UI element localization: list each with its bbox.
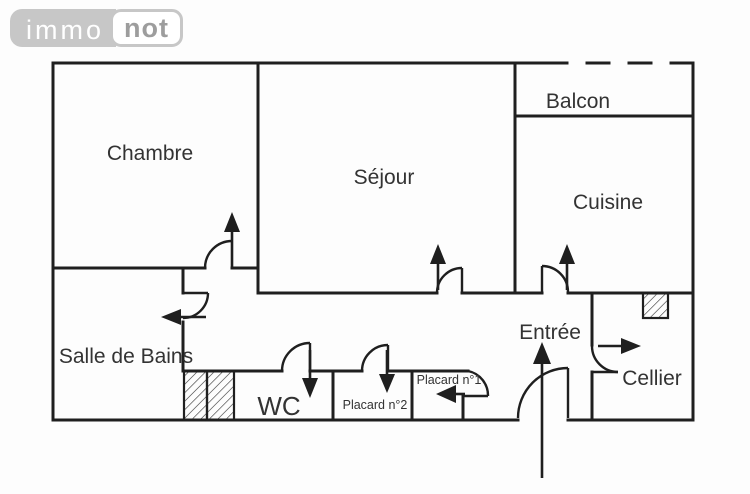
- cuisine-arrow-icon: [559, 244, 575, 290]
- placard2-arrow-icon: [379, 350, 395, 393]
- salle-de-bains-door: [182, 291, 210, 320]
- wc-door: [280, 341, 312, 372]
- entrance-door: [516, 366, 570, 419]
- cellier-arrow-icon: [598, 338, 641, 354]
- room-label-placard1: Placard n°1: [417, 373, 482, 387]
- hatched-duct-boxes: [182, 291, 670, 422]
- room-label-salle-de-bains: Salle de Bains: [59, 345, 193, 368]
- placard1-door: [463, 369, 490, 398]
- duct-box-cellier: [641, 291, 670, 320]
- wc-arrow-icon: [302, 350, 318, 398]
- room-label-wc: WC: [257, 391, 300, 421]
- room-label-chambre: Chambre: [107, 142, 193, 165]
- room-label-balcon: Balcon: [546, 90, 610, 113]
- placard1-arrow-icon: [436, 385, 465, 403]
- entry-arrows: [161, 212, 641, 478]
- chambre-arrow-icon: [224, 212, 240, 268]
- chambre-door: [203, 239, 233, 269]
- duct-box-1: [182, 369, 209, 422]
- room-label-cellier: Cellier: [622, 367, 682, 390]
- placard2-door: [360, 343, 390, 372]
- cellier-door: [590, 345, 619, 374]
- cuisine-door: [540, 264, 570, 293]
- room-labels: Chambre Séjour Balcon Cuisine Salle de B…: [59, 90, 682, 421]
- sejour-door: [435, 266, 464, 294]
- room-label-placard2: Placard n°2: [343, 398, 408, 412]
- logo-not-segment: not: [110, 9, 183, 47]
- immonot-logo: immo not: [10, 9, 183, 47]
- duct-box-2: [205, 369, 236, 422]
- room-label-entree: Entrée: [519, 321, 581, 344]
- entrance-arrow-icon: [533, 342, 551, 478]
- logo-immo-segment: immo: [10, 9, 116, 47]
- sejour-arrow-icon: [430, 244, 446, 290]
- salle-de-bains-arrow-icon: [161, 309, 206, 325]
- room-label-sejour: Séjour: [354, 166, 415, 189]
- room-label-cuisine: Cuisine: [573, 191, 643, 214]
